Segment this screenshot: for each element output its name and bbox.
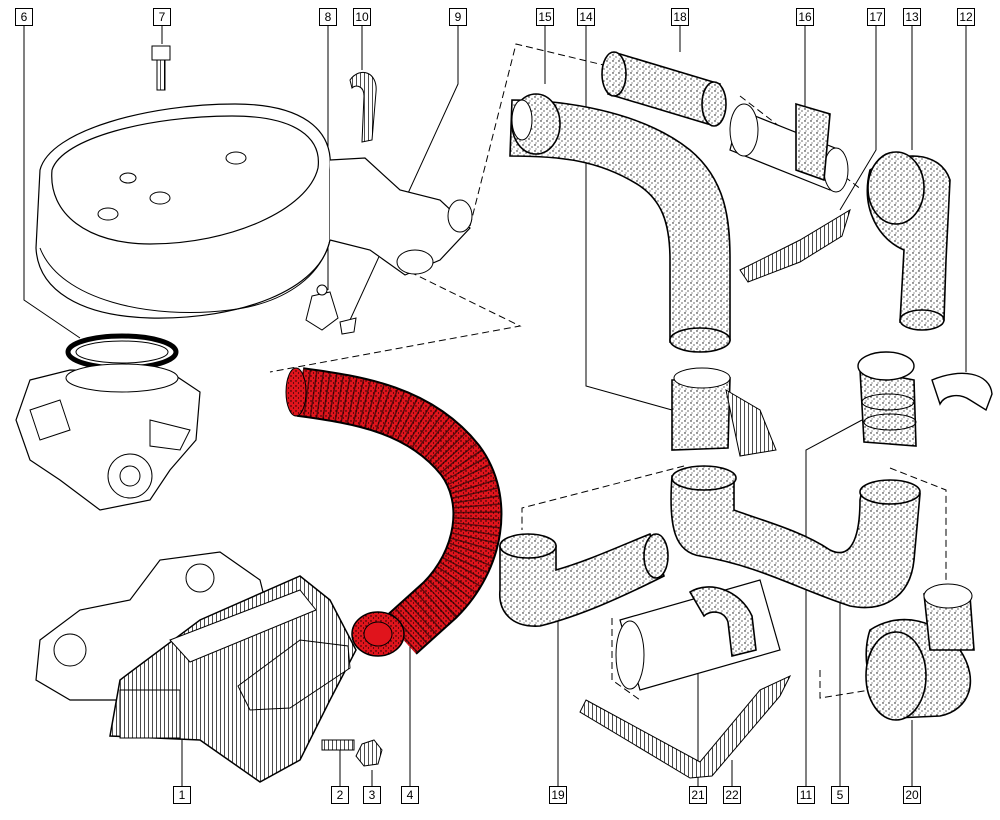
bracket-part-17 [739,208,851,283]
callout-2: 2 [331,786,349,804]
elbow-pipe-part-15 [509,93,731,353]
callout-1: 1 [173,786,191,804]
callout-21: 21 [689,786,707,804]
clip-part-8 [305,284,357,335]
callout-4: 4 [401,786,419,804]
callout-16: 16 [796,8,814,26]
callout-7: 7 [153,8,171,26]
coupling-part-18 [601,51,727,127]
bracket-part-22 [579,674,792,779]
clip-part-12 [931,372,993,412]
nut-part-3 [355,739,383,767]
corrugated-hose-part-4 [285,367,503,657]
callout-18: 18 [671,8,689,26]
stud-part-2 [321,739,355,751]
tee-fitting-part-14 [671,367,777,457]
elbow-part-13 [866,151,951,331]
carburetor [15,363,201,511]
air-filter-housing [35,103,473,319]
callout-17: 17 [867,8,885,26]
bolt-part-7 [151,45,171,91]
callout-8: 8 [319,8,337,26]
callout-14: 14 [577,8,595,26]
callout-22: 22 [723,786,741,804]
pipe-part-19 [499,532,669,627]
callout-13: 13 [903,8,921,26]
filter-cartridge-part-21 [615,579,781,691]
callout-3: 3 [363,786,381,804]
callout-11: 11 [797,786,815,804]
callout-19: 19 [549,786,567,804]
callout-20: 20 [903,786,921,804]
elbow-part-20 [865,583,975,721]
callout-12: 12 [957,8,975,26]
filter-cartridge-part-16 [729,102,849,193]
callout-9: 9 [449,8,467,26]
callout-15: 15 [536,8,554,26]
callout-6: 6 [15,8,33,26]
bracket-part-10 [349,71,377,143]
air-box-part-1 [109,575,357,783]
coupling-part-11 [857,351,917,447]
s-pipe-part-5 [670,465,921,609]
seal-ring-part-6 [65,333,179,371]
callout-5: 5 [831,786,849,804]
callout-10: 10 [353,8,371,26]
